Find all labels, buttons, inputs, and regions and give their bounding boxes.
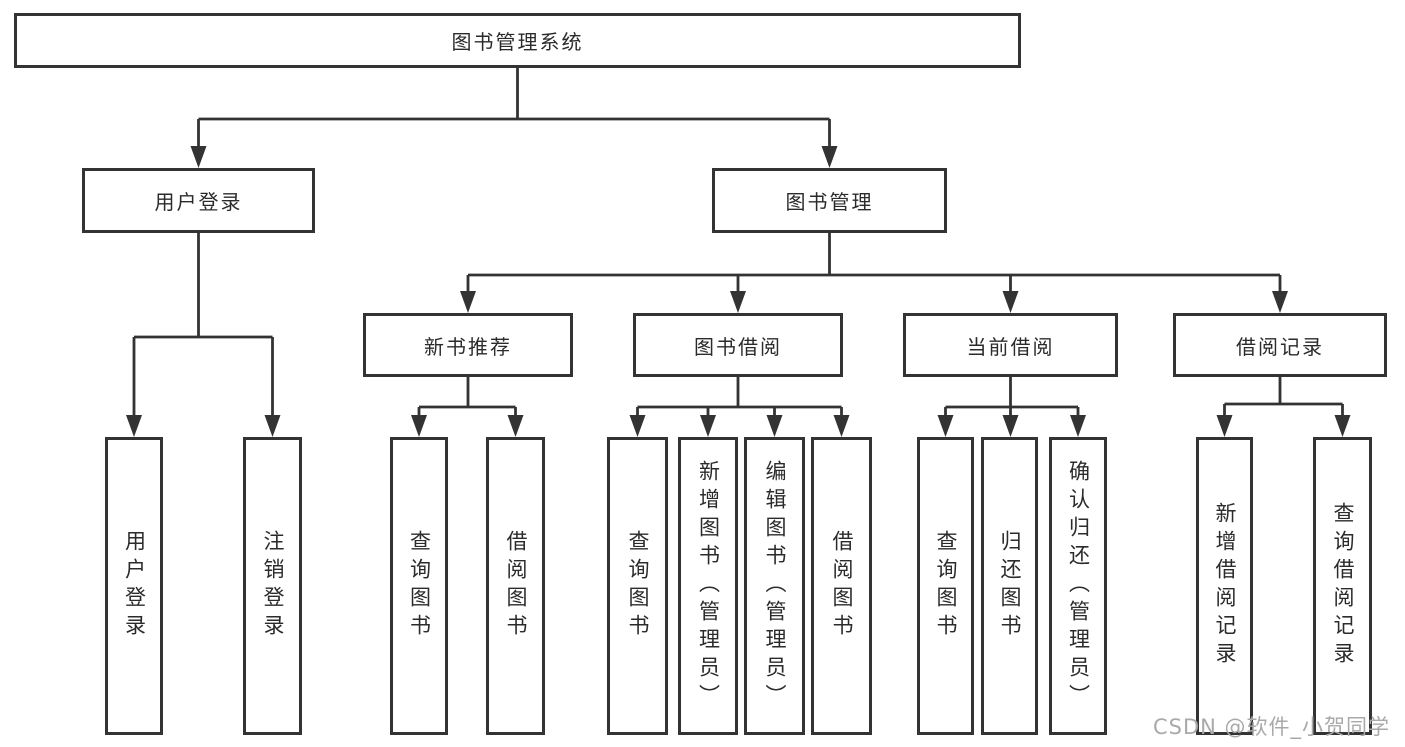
node-book-borrowing-label: 图书借阅: [694, 334, 782, 359]
leaf-edit-books-admin-label: 编辑图书（管理员）: [763, 460, 787, 712]
leaf-query-borrow-record: 查询借阅记录: [1313, 437, 1372, 735]
node-new-book-recommend: 新书推荐: [363, 313, 573, 377]
leaf-confirm-return-admin-label: 确认归还（管理员）: [1066, 460, 1091, 712]
leaf-query-books-1: 查询图书: [390, 437, 448, 735]
arrowhead: [1070, 415, 1086, 437]
arrowhead: [1334, 415, 1351, 437]
node-book-borrowing: 图书借阅: [633, 313, 843, 377]
arrowhead: [1272, 291, 1288, 313]
edge-current-to-leaves: [944, 377, 1080, 416]
node-current-borrowing-label: 当前借阅: [966, 334, 1055, 359]
arrowhead: [460, 291, 476, 313]
arrowhead: [700, 415, 716, 437]
arrowhead: [766, 415, 783, 437]
arrowhead: [730, 291, 746, 313]
leaf-logout: 注销登录: [243, 437, 302, 735]
arrowhead: [264, 415, 281, 437]
leaf-user-login: 用户登录: [105, 437, 163, 735]
leaf-query-books-3: 查询图书: [917, 437, 974, 735]
node-new-book-recommend-label: 新书推荐: [424, 334, 512, 359]
leaf-add-borrow-record-label: 新增借阅记录: [1213, 502, 1237, 670]
node-current-borrowing: 当前借阅: [903, 313, 1118, 377]
leaf-edit-books-admin: 编辑图书（管理员）: [744, 437, 805, 735]
arrowhead: [190, 146, 207, 168]
edge-userlogin-to-leaves: [132, 233, 274, 416]
leaf-add-books-admin: 新增图书（管理员）: [678, 437, 738, 735]
arrowhead: [1002, 291, 1019, 313]
leaf-borrow-books-1-label: 借阅图书: [504, 530, 528, 642]
node-user-login: 用户登录: [82, 168, 315, 233]
leaf-borrow-books-2-label: 借阅图书: [830, 530, 854, 642]
leaf-query-books-2-label: 查询图书: [626, 530, 650, 642]
leaf-user-login-label: 用户登录: [122, 530, 147, 642]
leaf-add-books-admin-label: 新增图书（管理员）: [696, 460, 721, 712]
edge-newbook-to-leaves: [417, 377, 517, 416]
leaf-return-books: 归还图书: [981, 437, 1038, 735]
leaf-query-books-1-label: 查询图书: [407, 530, 432, 642]
arrowhead: [833, 415, 850, 437]
leaf-query-borrow-record-label: 查询借阅记录: [1331, 502, 1355, 670]
node-user-login-label: 用户登录: [154, 190, 243, 214]
edge-root-to-level2: [197, 68, 831, 147]
leaf-logout-label: 注销登录: [261, 530, 285, 642]
leaf-borrow-books-2: 借阅图书: [811, 437, 872, 735]
node-borrowing-records: 借阅记录: [1173, 313, 1387, 377]
edge-records-to-leaves: [1223, 377, 1344, 416]
leaf-confirm-return-admin: 确认归还（管理员）: [1049, 437, 1107, 735]
leaf-query-books-2: 查询图书: [607, 437, 668, 735]
arrowhead: [1002, 415, 1019, 437]
leaf-return-books-label: 归还图书: [998, 530, 1022, 642]
arrowhead: [629, 415, 646, 437]
watermark: CSDN @软件_小贺同学: [1153, 715, 1391, 739]
node-borrowing-records-label: 借阅记录: [1236, 334, 1324, 359]
arrowhead: [821, 146, 838, 168]
arrowhead: [507, 415, 524, 437]
arrowhead: [937, 415, 954, 437]
leaf-query-books-3-label: 查询图书: [934, 530, 958, 642]
edge-bookmgmt-to-level3: [466, 233, 1282, 292]
node-book-management: 图书管理: [712, 168, 947, 233]
arrowhead: [126, 415, 142, 437]
arrowhead: [411, 415, 427, 437]
arrowhead: [1216, 415, 1233, 437]
leaf-add-borrow-record: 新增借阅记录: [1196, 437, 1253, 735]
node-book-management-label: 图书管理: [785, 190, 874, 214]
leaf-borrow-books-1: 借阅图书: [486, 437, 545, 735]
edge-borrow-to-leaves: [636, 377, 843, 416]
node-root: 图书管理系统: [14, 13, 1021, 68]
node-root-label: 图书管理系统: [451, 30, 584, 54]
